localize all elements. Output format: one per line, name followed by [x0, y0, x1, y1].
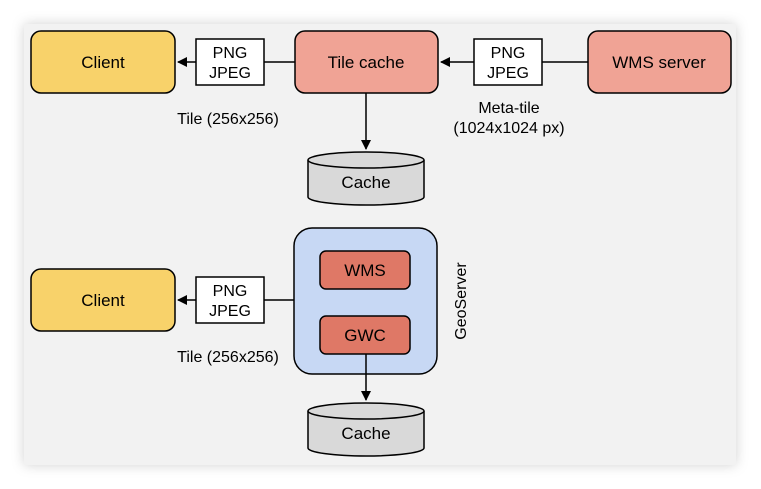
top-format-1-line1: PNG [213, 45, 248, 62]
bottom-tile-caption: Tile (256x256) [177, 349, 279, 366]
wms-module [319, 250, 411, 290]
bottom-format-box: PNG JPEG [195, 276, 265, 324]
tile-cache-label: Tile cache [328, 53, 405, 72]
gwc-module [319, 315, 411, 355]
top-format-1-line2: JPEG [209, 65, 251, 82]
top-cache-label: Cache [341, 173, 390, 192]
geoserver-container: WMS GWC [293, 227, 438, 375]
gwc-module-label: GWC [344, 326, 386, 345]
geoserver-label: GeoServer [453, 262, 470, 340]
bottom-client-node: Client [30, 268, 176, 332]
bottom-client-label: Client [81, 291, 125, 310]
top-tile-caption: Tile (256x256) [177, 111, 279, 128]
wms-server-node: WMS server [587, 30, 732, 94]
meta-tile-caption-line1: Meta-tile [478, 100, 539, 117]
meta-tile-caption-line2: (1024x1024 px) [453, 120, 564, 137]
wms-server-label: WMS server [612, 53, 706, 72]
top-format-2-line1: PNG [491, 45, 526, 62]
top-cache-cylinder: Cache [307, 151, 425, 206]
bottom-cache-cylinder: Cache [307, 402, 425, 457]
bottom-cache-label: Cache [341, 424, 390, 443]
bottom-format-line1: PNG [213, 283, 248, 300]
top-format-box-2: PNG JPEG [473, 38, 543, 86]
top-client-label: Client [81, 53, 125, 72]
top-format-box-1: PNG JPEG [195, 38, 265, 86]
top-client-node: Client [30, 30, 176, 94]
bottom-format-line2: JPEG [209, 303, 251, 320]
wms-module-label: WMS [344, 261, 386, 280]
top-format-2-line2: JPEG [487, 65, 529, 82]
tile-cache-node: Tile cache [294, 30, 439, 94]
